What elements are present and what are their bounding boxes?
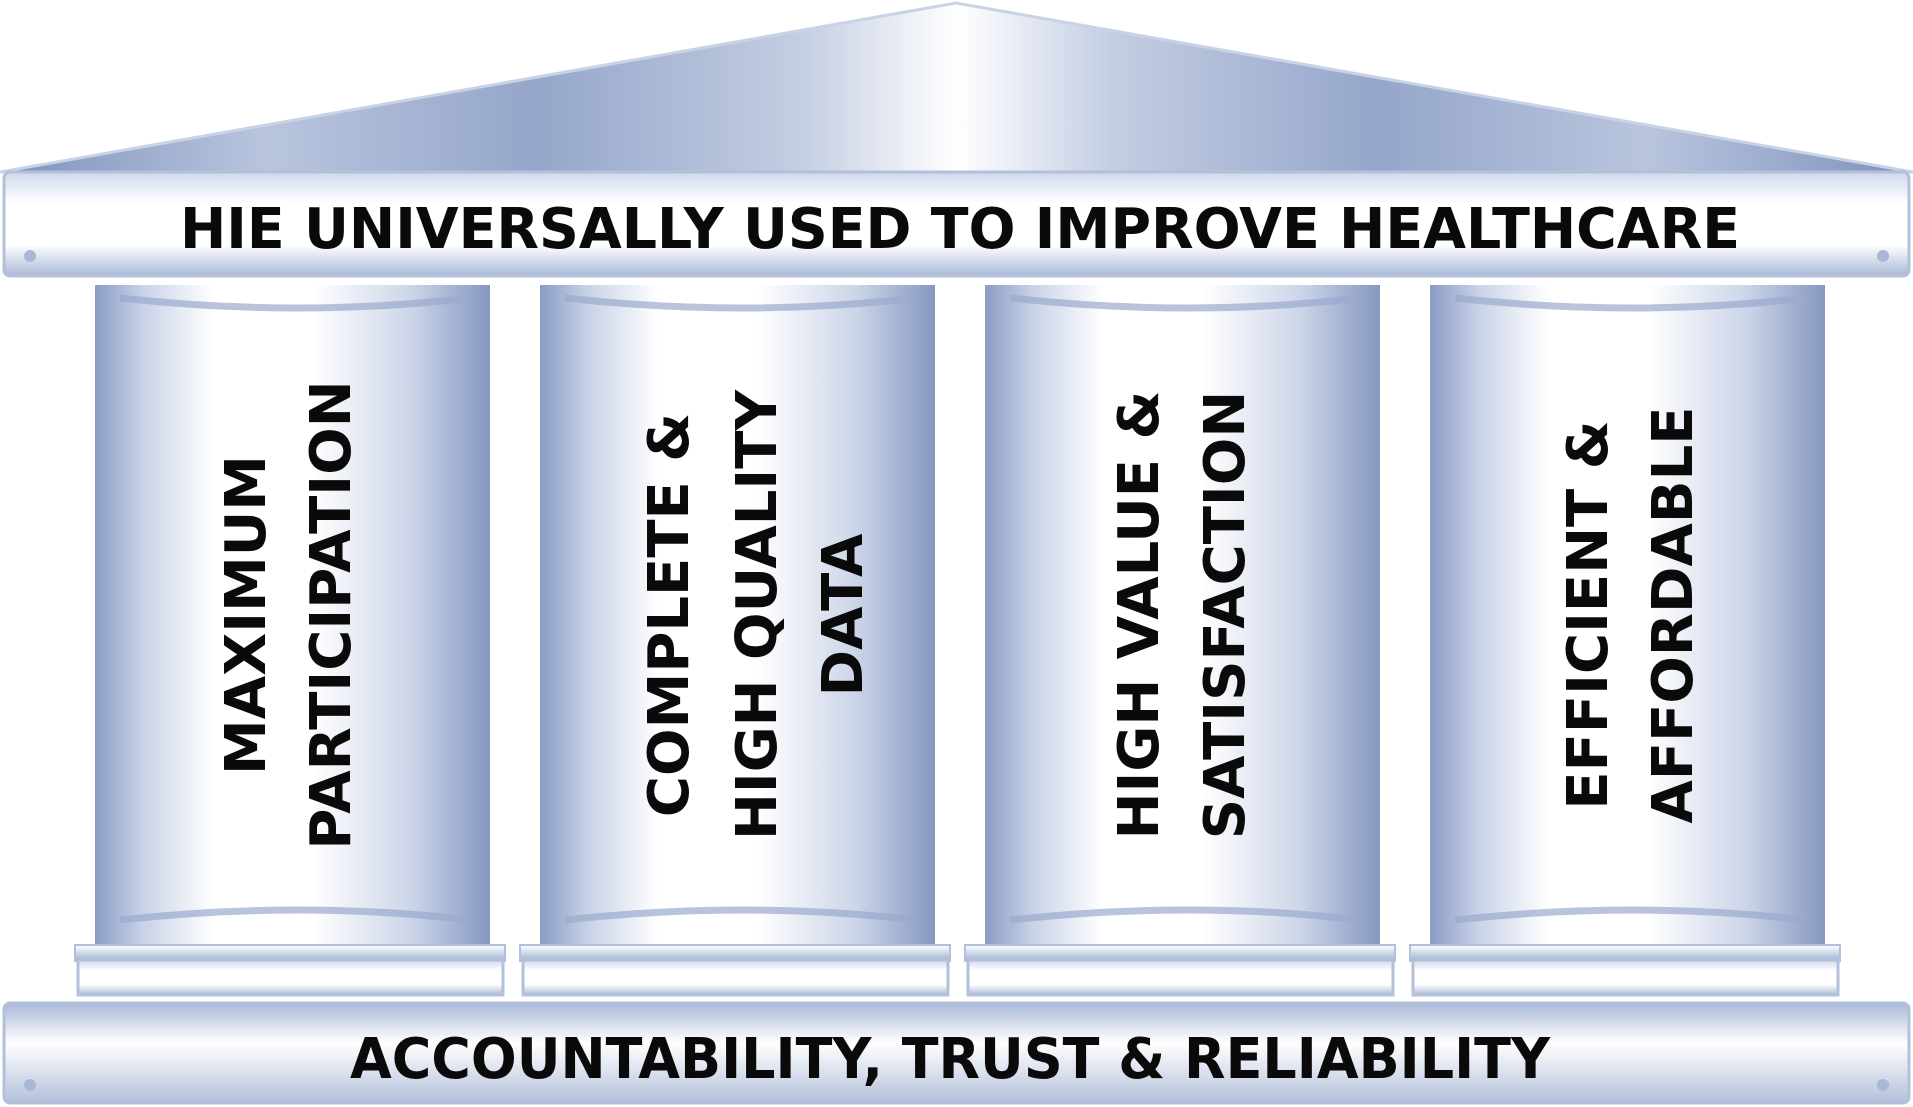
pillar-2: COMPLETE & HIGH QUALITY DATA	[519, 285, 951, 997]
pillar-4-line-1: EFFICIENT &	[1556, 420, 1621, 809]
base-slab: ACCOUNTABILITY, TRUST & RELIABILITY	[2, 1001, 1911, 1105]
pillar-4: EFFICIENT & AFFORDABLE	[1409, 285, 1841, 997]
roof-pediment	[0, 1, 1913, 174]
pillar-1-line-1: MAXIMUM	[214, 455, 279, 775]
pillar-1: MAXIMUM PARTICIPATION	[74, 285, 506, 997]
pillar-2-line-3: DATA	[811, 533, 876, 696]
pillar-2-line-2: HIGH QUALITY	[725, 389, 790, 840]
pillar-3-line-2: SATISFACTION	[1193, 391, 1258, 839]
base-title: ACCOUNTABILITY, TRUST & RELIABILITY	[350, 1027, 1551, 1092]
pillar-3: HIGH VALUE & SATISFACTION	[964, 285, 1396, 997]
pillar-3-line-1: HIGH VALUE &	[1107, 391, 1172, 840]
pillar-4-line-2: AFFORDABLE	[1641, 406, 1706, 823]
pillar-2-line-1: COMPLETE &	[637, 413, 702, 817]
roof-slab: HIE UNIVERSALLY USED TO IMPROVE HEALTHCA…	[2, 170, 1911, 278]
roof-title: HIE UNIVERSALLY USED TO IMPROVE HEALTHCA…	[180, 197, 1740, 262]
pillar-1-line-2: PARTICIPATION	[299, 380, 364, 849]
